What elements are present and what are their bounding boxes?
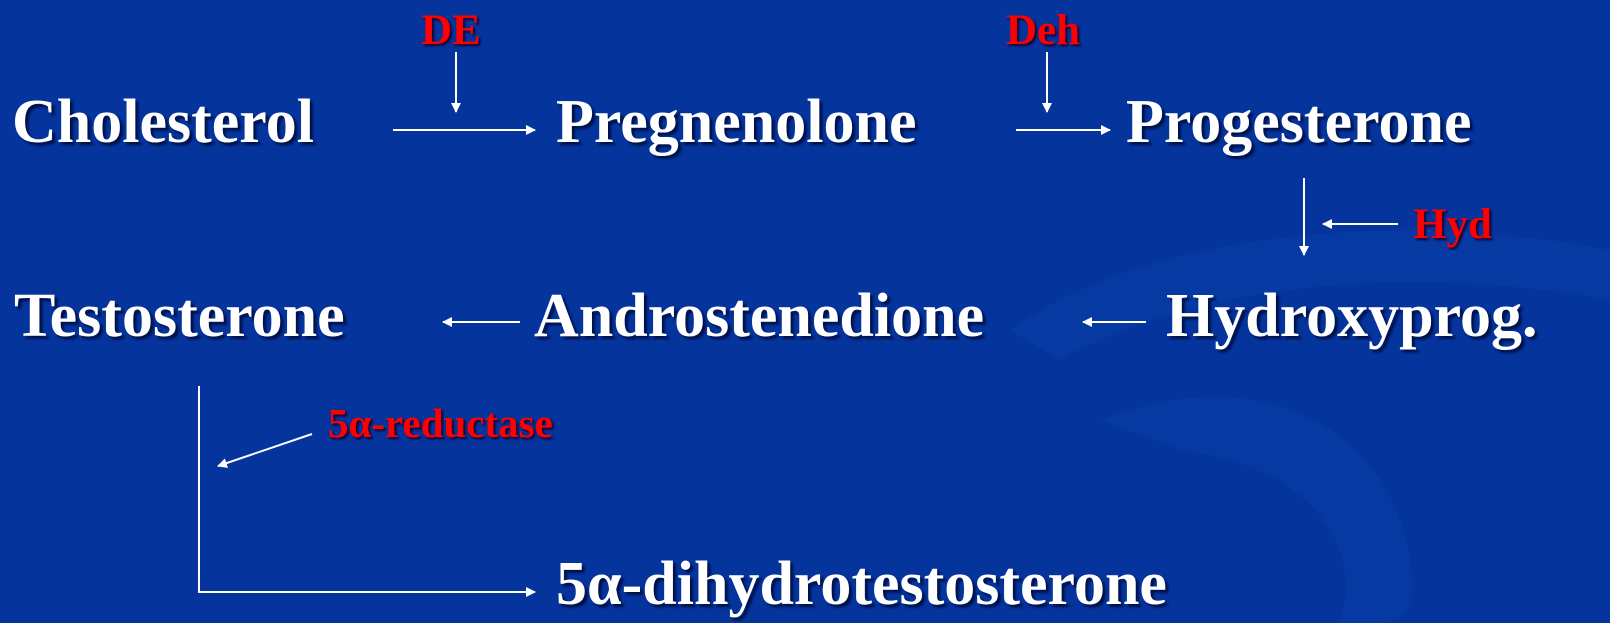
node-5a-dihydrotestosterone: 5α-dihydrotestosterone xyxy=(556,550,1167,618)
node-progesterone: Progesterone xyxy=(1126,88,1472,156)
node-hydroxyprog: Hydroxyprog. xyxy=(1166,282,1538,350)
node-testosterone: Testosterone xyxy=(14,282,345,350)
node-pregnenolone: Pregnenolone xyxy=(556,88,917,156)
enzyme-hyd: Hyd xyxy=(1413,201,1492,248)
node-cholesterol: Cholesterol xyxy=(12,88,314,156)
enzyme-de: DE xyxy=(421,7,481,54)
node-androstenedione: Androstenedione xyxy=(534,282,985,350)
arrow-testosterone-to-dihydrotestosterone xyxy=(198,386,536,597)
reductase-enzyme-arrow xyxy=(217,433,313,468)
enzyme-5a-reductase: 5α-reductase xyxy=(328,400,553,446)
enzyme-deh: Deh xyxy=(1006,7,1081,54)
